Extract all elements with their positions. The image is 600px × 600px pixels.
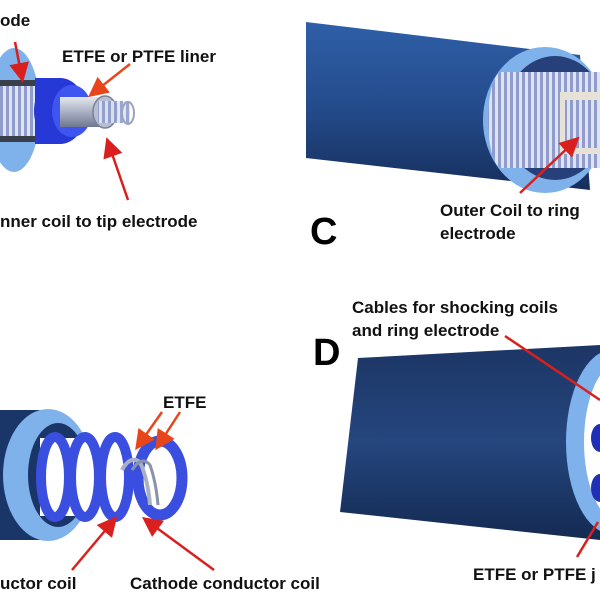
panel-b-arrow-etfe-1	[135, 411, 164, 451]
panel-a-arrow-liner	[88, 63, 131, 98]
panel-c-label-outer-coil-2: electrode	[440, 224, 516, 243]
panel-a-graphic	[0, 48, 135, 172]
panel-c-arrow-outer-coil	[519, 136, 580, 194]
panel-b-label-cathode-coil: Cathode conductor coil	[130, 574, 320, 593]
panel-d-cable-2	[591, 474, 600, 502]
panel-c-label-outer-coil-1: Outer Coil to ring	[440, 201, 580, 220]
panel-c-inner-coil	[565, 100, 600, 148]
panel-c-letter: C	[310, 211, 338, 253]
panel-a-outer-coil	[0, 86, 40, 136]
panel-d-arrow-jacket	[575, 521, 600, 558]
panel-b-coil	[36, 432, 188, 522]
panel-d-sheath	[340, 345, 600, 540]
panel-a-label-liner: ETFE or PTFE liner	[62, 47, 216, 66]
panel-a-arrow-inner-coil	[103, 137, 130, 201]
panel-b-arrow-cathode-coil	[141, 517, 215, 572]
panel-d-label-cables-2: and ring electrode	[352, 321, 500, 340]
panel-a-arrow-top	[9, 41, 29, 83]
panel-d-label-jacket: ETFE or PTFE j	[473, 565, 596, 584]
panel-d-letter: D	[313, 332, 341, 374]
panel-a-inner-coil	[98, 101, 135, 125]
panel-d-label-cables-1: Cables for shocking coils	[352, 298, 558, 317]
panel-b-label-left-coil: uctor coil	[0, 574, 77, 593]
panel-a-label-inner-coil: nner coil to tip electrode	[0, 212, 198, 231]
panel-a-label-top: ode	[0, 11, 31, 30]
panel-b-arrow-etfe-2	[155, 411, 182, 451]
panel-c-graphic	[306, 22, 600, 193]
panel-b-graphic	[0, 409, 188, 541]
panel-b-arrow-left-coil	[71, 516, 118, 571]
panel-d-arrow-cables	[504, 334, 600, 402]
panel-d-graphic	[340, 345, 600, 540]
panel-b-label-etfe: ETFE	[163, 393, 207, 412]
panel-d-cable-1	[591, 424, 600, 452]
